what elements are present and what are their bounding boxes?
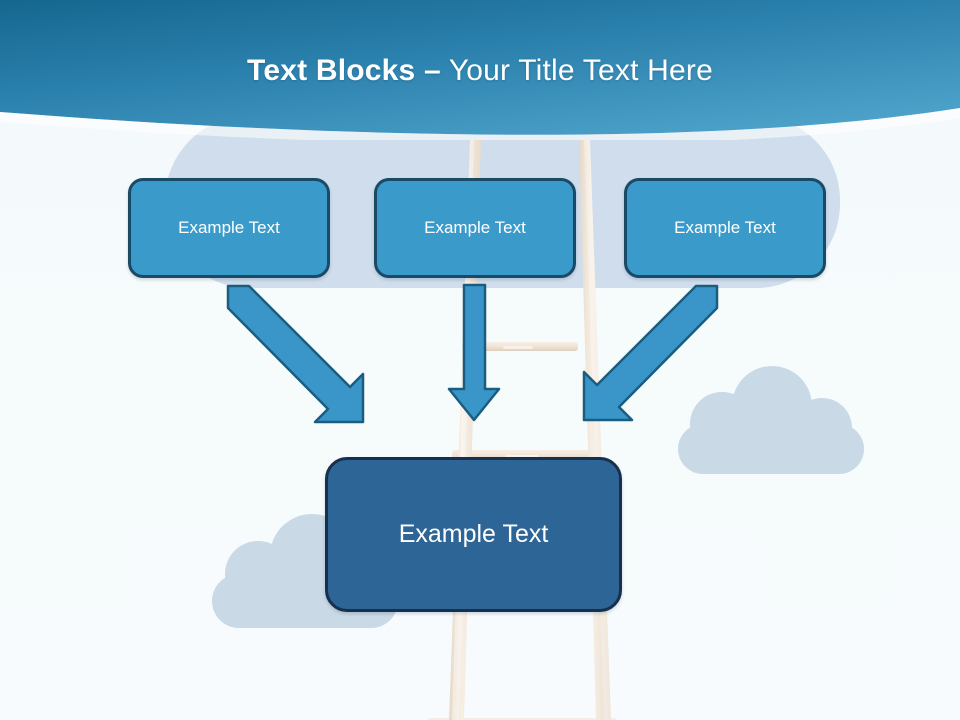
text-box-3[interactable]: Example Text — [624, 178, 826, 278]
page-title: Text Blocks – Your Title Text Here — [0, 52, 960, 90]
page-title-bold: Text Blocks – — [247, 54, 441, 87]
arrow-right-diagonal — [582, 284, 719, 422]
text-box-summary-label: Example Text — [398, 520, 549, 548]
arrow-center-vertical — [447, 283, 501, 422]
text-box-summary[interactable]: Example Text — [325, 457, 622, 612]
page-title-regular: Your Title Text Here — [440, 54, 713, 87]
text-box-1[interactable]: Example Text — [128, 178, 330, 278]
arrow-left-diagonal — [226, 284, 365, 424]
text-box-2-label: Example Text — [424, 218, 526, 237]
header-banner — [0, 0, 960, 140]
text-box-1-label: Example Text — [178, 218, 280, 237]
text-box-2[interactable]: Example Text — [374, 178, 576, 278]
cloud-right — [678, 366, 864, 474]
text-box-3-label: Example Text — [674, 218, 776, 237]
